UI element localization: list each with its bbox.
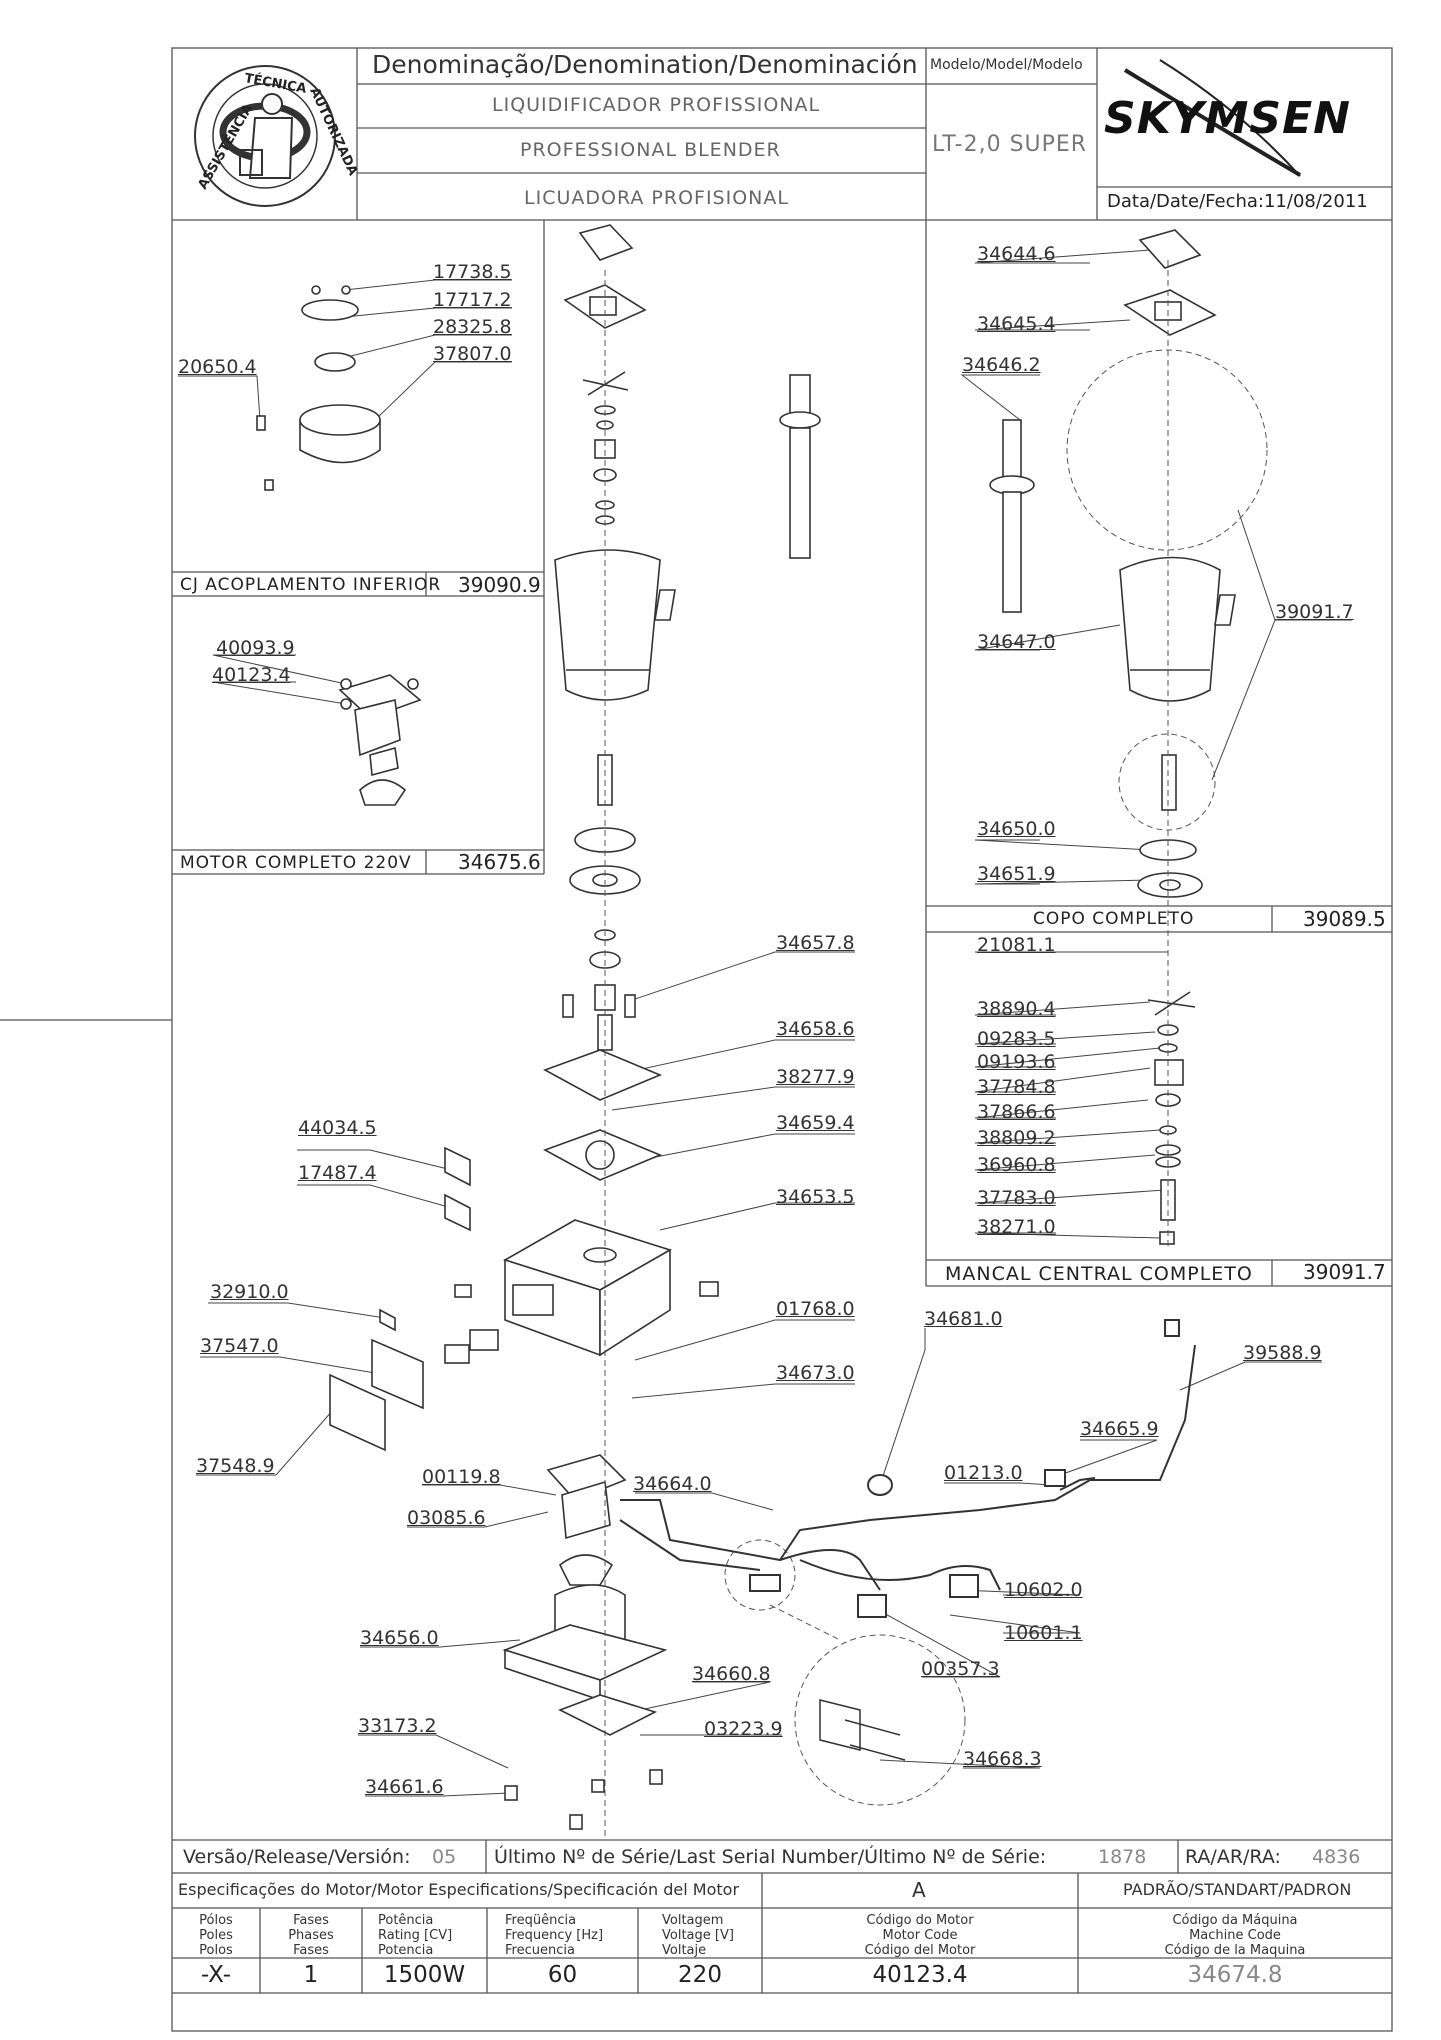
- acoplamento-code: 39090.9: [458, 573, 541, 597]
- val-poles: -X-: [200, 1962, 232, 1988]
- val-machine-code: 34674.8: [1187, 1962, 1283, 1988]
- col-motor-code: Código do Motor Motor Code Código del Mo…: [864, 1913, 976, 1958]
- part-label: 34645.4: [977, 313, 1056, 335]
- part-label: 33173.2: [358, 1715, 437, 1737]
- val-motor-code: 40123.4: [872, 1962, 968, 1988]
- svg-text:AUTORIZADA: AUTORIZADA: [306, 85, 360, 178]
- part-label: 17738.5: [433, 261, 512, 283]
- brand-name: SKYMSEN: [1104, 93, 1352, 144]
- product-name-pt: LIQUIDIFICADOR PROFISSIONAL: [492, 94, 821, 116]
- skymsen-logo: [1123, 59, 1302, 177]
- part-label: 34650.0: [977, 818, 1056, 840]
- assistencia-tecnica-seal: ASSISTÊNCIA TÉCNICA AUTORIZADA: [194, 65, 360, 207]
- spec-letter: A: [912, 1878, 926, 1902]
- part-label: 37783.0: [977, 1187, 1056, 1209]
- motor-title: MOTOR COMPLETO 220V: [180, 853, 412, 873]
- serial-label: Último Nº de Série/Last Serial Number/Úl…: [494, 1846, 1047, 1868]
- ra-value: 4836: [1312, 1846, 1361, 1868]
- part-label: 01768.0: [776, 1298, 855, 1320]
- part-label: 37784.8: [977, 1076, 1056, 1098]
- product-name-en: PROFESSIONAL BLENDER: [520, 139, 781, 161]
- val-frequency: 60: [547, 1962, 578, 1988]
- part-label: 28325.8: [433, 316, 512, 338]
- col-frequency: Freqüência Frequency [Hz] Frecuencia: [505, 1913, 604, 1958]
- part-label: 34653.5: [776, 1186, 855, 1208]
- ra-label: RA/AR/RA:: [1185, 1846, 1281, 1868]
- denomination-title: Denominação/Denomination/Denominación: [372, 50, 918, 79]
- release-value: 05: [432, 1846, 457, 1868]
- part-label: 09283.5: [977, 1028, 1056, 1050]
- part-label: 34644.6: [977, 243, 1056, 265]
- release-label: Versão/Release/Versión:: [183, 1846, 411, 1868]
- model-title: Modelo/Model/Modelo: [930, 57, 1083, 73]
- part-label: 34668.3: [963, 1748, 1042, 1770]
- standard-label: PADRÃO/STANDART/PADRON: [1123, 1880, 1352, 1899]
- part-label: 38271.0: [977, 1216, 1056, 1238]
- copo-title: COPO COMPLETO: [1033, 909, 1195, 929]
- part-label: 00119.8: [422, 1466, 501, 1488]
- part-label: 39091.7: [1275, 601, 1354, 623]
- part-label: 37866.6: [977, 1101, 1056, 1123]
- product-name-es: LICUADORA PROFISIONAL: [524, 187, 789, 209]
- part-label: 37547.0: [200, 1335, 279, 1357]
- mancal-code: 39091.7: [1303, 1260, 1386, 1284]
- part-label: 34659.4: [776, 1112, 855, 1134]
- part-label: 34657.8: [776, 932, 855, 954]
- part-label: 39588.9: [1243, 1342, 1322, 1364]
- part-label: 10601.1: [1004, 1622, 1083, 1644]
- part-label: 34661.6: [365, 1776, 444, 1798]
- col-phases: Fases Phases Fases: [288, 1913, 334, 1958]
- part-label: 34656.0: [360, 1627, 439, 1649]
- motor-spec-label: Especificações do Motor/Motor Especifica…: [178, 1880, 740, 1899]
- drawing-date: Data/Date/Fecha:11/08/2011: [1107, 191, 1368, 212]
- serial-value: 1878: [1098, 1846, 1147, 1868]
- part-label: 38277.9: [776, 1066, 855, 1088]
- part-label: 17487.4: [298, 1162, 377, 1184]
- model-value: LT-2,0 SUPER: [932, 132, 1088, 157]
- col-power: Potência Rating [CV] Potencia: [378, 1913, 453, 1958]
- part-label: 03085.6: [407, 1507, 486, 1529]
- acoplamento-title: CJ ACOPLAMENTO INFERIOR: [180, 575, 442, 595]
- val-voltage: 220: [678, 1962, 722, 1988]
- part-label: 34660.8: [692, 1663, 771, 1685]
- col-machine-code: Código da Máquina Machine Code Código de…: [1164, 1913, 1306, 1958]
- part-label: 44034.5: [298, 1117, 377, 1139]
- col-voltage: Voltagem Voltage [V] Voltaje: [662, 1913, 734, 1958]
- part-label: 36960.8: [977, 1154, 1056, 1176]
- part-label: 34658.6: [776, 1018, 855, 1040]
- part-label: 21081.1: [977, 934, 1056, 956]
- part-label: 34646.2: [962, 354, 1041, 376]
- motor-code: 34675.6: [458, 850, 541, 874]
- part-label: 37807.0: [433, 343, 512, 365]
- part-label: 03223.9: [704, 1718, 783, 1740]
- svg-text:ASSISTÊNCIA: ASSISTÊNCIA: [195, 101, 257, 192]
- part-label: 34681.0: [924, 1308, 1003, 1330]
- part-label: 40093.9: [216, 637, 295, 659]
- part-label: 32910.0: [210, 1281, 289, 1303]
- part-label: 01213.0: [944, 1462, 1023, 1484]
- part-label: 34673.0: [776, 1362, 855, 1384]
- part-label: 34665.9: [1080, 1418, 1159, 1440]
- part-label: 10602.0: [1004, 1579, 1083, 1601]
- part-label: 40123.4: [212, 664, 291, 686]
- part-label: 37548.9: [196, 1455, 275, 1477]
- part-label: 09193.6: [977, 1051, 1056, 1073]
- part-label: 00357.3: [921, 1658, 1000, 1680]
- part-label: 34664.0: [633, 1473, 712, 1495]
- mancal-title: MANCAL CENTRAL COMPLETO: [945, 1263, 1253, 1285]
- val-power: 1500W: [383, 1962, 466, 1988]
- copo-code: 39089.5: [1303, 907, 1386, 931]
- col-poles: Pólos Poles Polos: [199, 1913, 233, 1958]
- val-phases: 1: [303, 1962, 319, 1988]
- part-label: 38890.4: [977, 998, 1056, 1020]
- part-label: 17717.2: [433, 289, 512, 311]
- part-label: 38809.2: [977, 1127, 1056, 1149]
- part-label: 20650.4: [178, 356, 257, 378]
- part-label: 34647.0: [977, 631, 1056, 653]
- part-label: 34651.9: [977, 863, 1056, 885]
